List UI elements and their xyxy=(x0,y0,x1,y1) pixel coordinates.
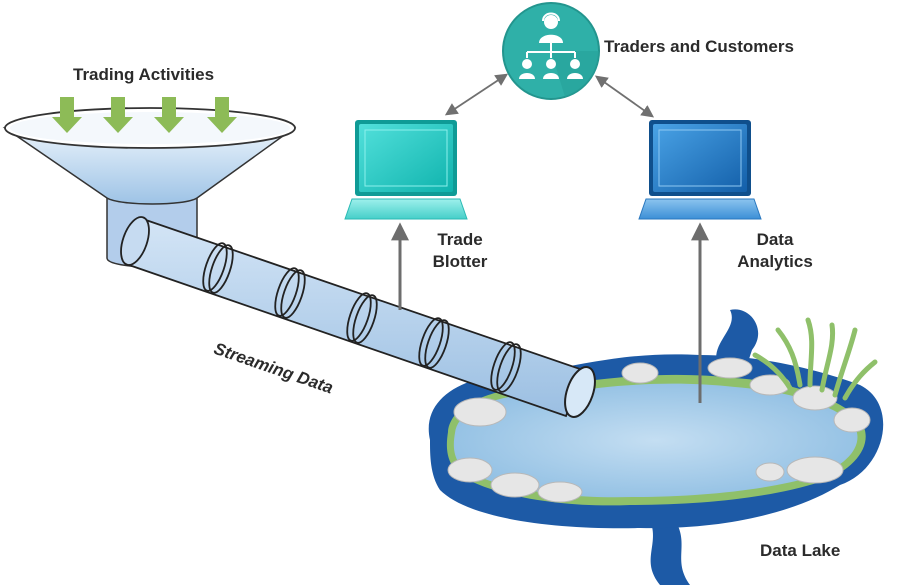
data-analytics-line2: Analytics xyxy=(737,252,813,271)
down-arrow-icon xyxy=(103,97,133,133)
down-arrow-icon xyxy=(154,97,184,133)
data-analytics-label: Data Analytics xyxy=(725,229,825,273)
people-network-icon xyxy=(502,2,600,100)
data-lake-label: Data Lake xyxy=(760,541,841,560)
left-exchange-arrow xyxy=(444,73,509,116)
right-exchange-arrow xyxy=(594,75,655,118)
trade-blotter-line2: Blotter xyxy=(432,252,488,271)
trade-blotter-label: Trade Blotter xyxy=(420,229,500,273)
trading-activities-label: Trading Activities xyxy=(73,65,215,84)
laptop-icon xyxy=(638,120,762,220)
data-analytics-line1: Data xyxy=(756,230,794,249)
trade-blotter-line1: Trade xyxy=(437,230,483,249)
laptop-icon xyxy=(344,120,468,220)
down-arrow-icon xyxy=(207,97,237,133)
inflow-arrows xyxy=(52,97,237,133)
traders-customers-label: Traders and Customers xyxy=(604,37,794,56)
down-arrow-icon xyxy=(52,97,82,133)
pipe-icon xyxy=(120,216,596,418)
